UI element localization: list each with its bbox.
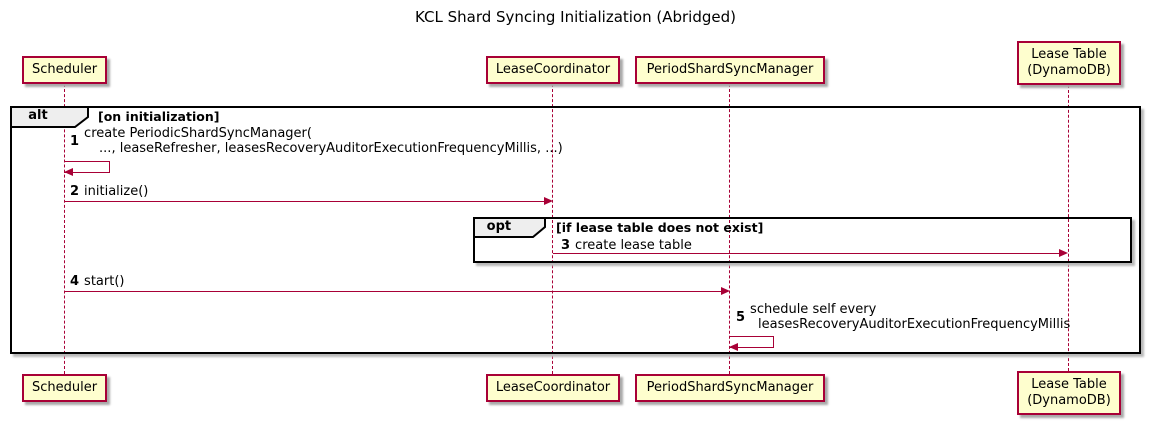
message-1-arrowhead bbox=[64, 168, 73, 176]
participant-scheduler-bottom-label: Scheduler bbox=[31, 380, 98, 395]
message-1: 1 create PeriodicShardSyncManager( ..., … bbox=[70, 126, 563, 156]
message-2-label: initialize() bbox=[84, 184, 149, 199]
diagram-title: KCL Shard Syncing Initialization (Abridg… bbox=[415, 8, 736, 26]
message-4-arrow-line bbox=[64, 291, 721, 292]
message-3-number: 3 bbox=[561, 238, 571, 253]
participant-period-shard-sync-manager-bottom: PeriodShardSyncManager bbox=[635, 374, 825, 402]
participant-period-shard-sync-manager-bottom-label: PeriodShardSyncManager bbox=[646, 380, 814, 395]
message-2-number: 2 bbox=[70, 184, 80, 199]
message-5-arrowhead bbox=[729, 343, 738, 351]
participant-lease-table-top: Lease Table (DynamoDB) bbox=[1017, 41, 1121, 85]
participant-period-shard-sync-manager-top: PeriodShardSyncManager bbox=[635, 56, 825, 84]
participant-scheduler-bottom: Scheduler bbox=[22, 374, 107, 402]
message-5: 5 schedule self every leasesRecoveryAudi… bbox=[736, 302, 1070, 332]
lifeline-period-shard-sync-manager bbox=[729, 84, 730, 374]
message-4-number: 4 bbox=[70, 274, 80, 289]
message-1-number: 1 bbox=[70, 133, 80, 149]
participant-lease-coordinator-bottom-label: LeaseCoordinator bbox=[495, 380, 611, 395]
message-4-label: start() bbox=[84, 274, 125, 289]
message-3: 3 create lease table bbox=[561, 238, 692, 253]
message-2-arrowhead bbox=[544, 197, 553, 205]
alt-pentagon-shape bbox=[10, 106, 89, 128]
participant-scheduler-top: Scheduler bbox=[22, 56, 107, 84]
lifeline-scheduler bbox=[64, 84, 65, 374]
participant-lease-coordinator-bottom: LeaseCoordinator bbox=[486, 374, 620, 402]
participant-lease-table-top-label-line2: (DynamoDB) bbox=[1027, 63, 1111, 78]
opt-keyword: opt bbox=[486, 219, 512, 234]
opt-guard: [if lease table does not exist] bbox=[556, 220, 764, 235]
lifeline-lease-table bbox=[1068, 85, 1069, 371]
message-5-number: 5 bbox=[736, 309, 746, 325]
message-4: 4 start() bbox=[70, 274, 124, 289]
participant-lease-coordinator-top: LeaseCoordinator bbox=[486, 56, 620, 84]
message-2: 2 initialize() bbox=[70, 184, 148, 199]
alt-guard: [on initialization] bbox=[98, 109, 220, 124]
message-5-label: schedule self every leasesRecoveryAudito… bbox=[750, 302, 1071, 332]
message-3-arrow-line bbox=[553, 253, 1059, 254]
message-1-label: create PeriodicShardSyncManager( ..., le… bbox=[84, 126, 563, 156]
message-5-self-loop bbox=[729, 336, 774, 348]
alt-frame-label: alt bbox=[10, 106, 90, 128]
lifeline-lease-coordinator bbox=[552, 84, 553, 374]
participant-lease-table-bottom-label-line1: Lease Table bbox=[1031, 377, 1107, 392]
participant-lease-coordinator-top-label: LeaseCoordinator bbox=[495, 62, 611, 77]
message-3-label: create lease table bbox=[575, 238, 692, 253]
message-4-arrowhead bbox=[721, 287, 730, 295]
opt-pentagon-shape bbox=[473, 217, 546, 238]
alt-keyword: alt bbox=[28, 108, 48, 123]
message-3-arrowhead bbox=[1059, 249, 1068, 257]
participant-lease-table-bottom-label-line2: (DynamoDB) bbox=[1027, 393, 1111, 408]
opt-frame bbox=[473, 217, 1132, 263]
participant-lease-table-bottom: Lease Table (DynamoDB) bbox=[1017, 371, 1121, 415]
participant-lease-table-top-label-line1: Lease Table bbox=[1031, 47, 1107, 62]
participant-scheduler-top-label: Scheduler bbox=[31, 62, 98, 77]
message-2-arrow-line bbox=[64, 201, 545, 202]
opt-frame-label: opt bbox=[473, 217, 547, 238]
message-1-self-loop bbox=[64, 161, 110, 173]
participant-period-shard-sync-manager-top-label: PeriodShardSyncManager bbox=[646, 62, 814, 77]
alt-frame bbox=[10, 106, 1141, 354]
